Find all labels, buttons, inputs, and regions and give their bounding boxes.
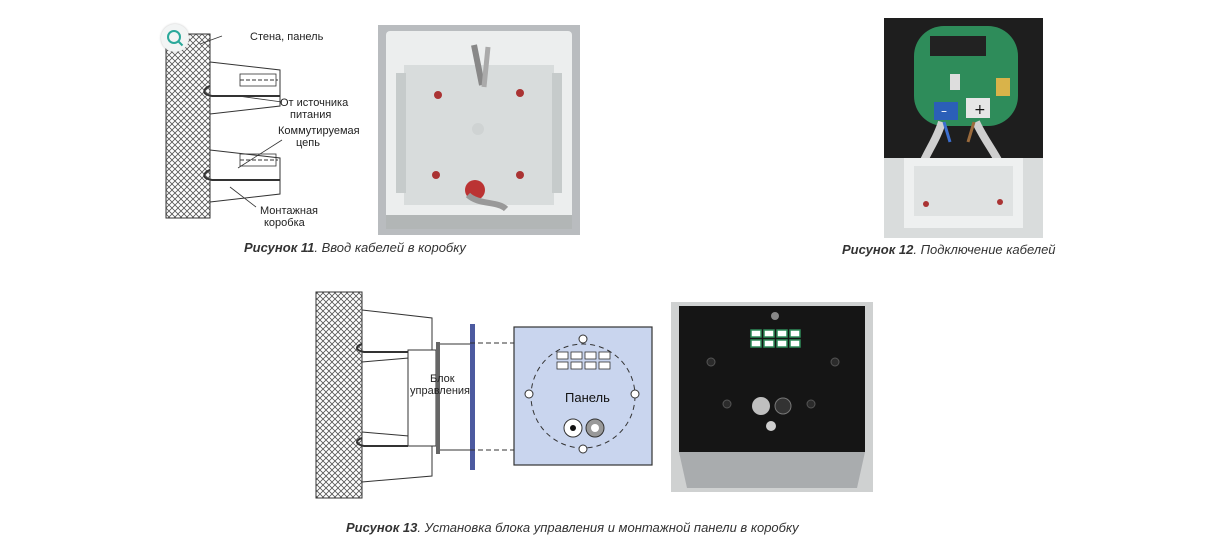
label-control-1: Блок [430, 373, 455, 385]
panel-front-view: Панель [513, 326, 653, 466]
label-switched-2: цепь [296, 137, 320, 149]
caption-figure-11-number: Рисунок 11 [244, 240, 315, 255]
wall-hatch [165, 33, 211, 219]
figure-11-schematic: Стена, панель От источника питания Комму… [160, 22, 375, 237]
caption-figure-13-text: . Установка блока управления и монтажной… [417, 520, 799, 535]
caption-figure-11: Рисунок 11. Ввод кабелей в коробку [244, 240, 466, 255]
terminal-plus-label: + [974, 102, 986, 118]
caption-figure-12-number: Рисунок 12 [842, 242, 914, 257]
caption-figure-11-text: . Ввод кабелей в коробку [314, 240, 466, 255]
photo-assembled-panel [671, 302, 873, 492]
label-source-1: От источника [280, 97, 349, 109]
zoom-button[interactable] [161, 24, 189, 52]
caption-figure-12: Рисунок 12. Подключение кабелей [842, 242, 1056, 257]
label-switched-1: Коммутируемая [278, 125, 360, 137]
caption-figure-13: Рисунок 13. Установка блока управления и… [346, 520, 799, 535]
magnifier-icon [167, 30, 184, 47]
photo-box-cable-entry [378, 25, 580, 235]
photo-cable-connection: – + [884, 18, 1043, 238]
label-box-1: Монтажная [260, 205, 318, 217]
caption-figure-12-text: . Подключение кабелей [913, 242, 1056, 257]
label-wall: Стена, панель [250, 31, 324, 43]
dashed-connectors [470, 342, 516, 451]
caption-figure-13-number: Рисунок 13 [346, 520, 418, 535]
label-control-2: управления [410, 385, 470, 397]
wall-cross-section: Стена, панель От источника питания Комму… [165, 31, 360, 229]
label-box-2: коробка [264, 217, 306, 229]
label-panel: Панель [565, 390, 610, 405]
terminal-minus-label: – [941, 104, 947, 118]
wall-hatch-13 [315, 291, 363, 499]
figure-13-schematic: Блок управления [314, 290, 489, 502]
label-source-2: питания [290, 109, 331, 121]
